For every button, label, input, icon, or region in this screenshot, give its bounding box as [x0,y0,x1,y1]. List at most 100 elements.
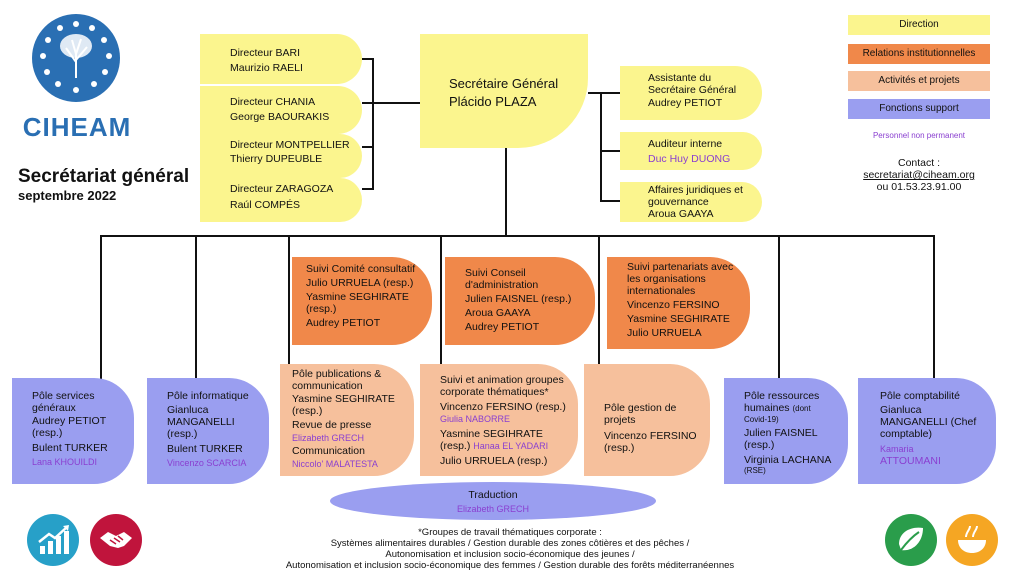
follow-line: Julien FAISNEL (resp.) [465,293,572,305]
director-title: Directeur ZARAGOZA [230,183,334,195]
sg-right-connector-v [600,92,602,202]
director-bari: Directeur BARI Maurizio RAELI [200,34,362,84]
follow-line: Yasmine SEGHIRATE [306,291,409,303]
pole-title-note: Covid-19) [744,415,779,424]
director-montpellier: Directeur MONTPELLIER Thierry DUPEUBLE [200,134,362,178]
contact-email[interactable]: secretariat@ciheam.org [863,169,975,181]
pole-member: Gianluca [167,404,209,416]
follow-line: Vincenzo FERSINO [627,299,720,311]
director-title: Directeur MONTPELLIER [230,139,350,151]
pole-member: Yasmine SEGHIRATE [292,393,395,405]
footnote-line: Autonomisation et inclusion socio-économ… [285,560,735,571]
director-zaragoza: Directeur ZARAGOZA Raúl COMPÉS [200,178,362,222]
director-connector-v [372,58,374,188]
follow-line: Audrey PETIOT [306,317,381,329]
pole-title: généraux [32,402,76,414]
pole-member: Communication [292,445,365,457]
director-name: Maurizio RAELI [230,62,303,74]
pole-member: Bulent TURKER [167,443,243,455]
follow-line: les organisations [627,273,706,285]
food-bowl-icon [946,514,998,566]
pole-temp-member: Kamaria [880,444,914,454]
follow-line: Julio URRUELA [627,327,702,339]
pole-member: Vincenzo FERSINO (resp.) [440,401,566,413]
pole-title-line: humaines (dont [744,402,848,415]
follow-line: Yasmine SEGHIRATE [627,313,730,325]
sg-title: Secrétaire Général [449,76,559,91]
director-connector-h1 [362,58,374,60]
drop-hr [778,235,780,380]
pole-groups: Suivi et animation groupes corporate thé… [420,364,578,476]
auditor-name: Duc Huy DUONG [648,153,731,165]
sg-name: Plácido PLAZA [449,94,537,109]
footnote: *Groupes de travail thématiques corporat… [200,527,820,571]
pole-member: Virginia LACHANA [744,454,832,466]
drop-groups [440,235,442,365]
contact-phone: ou 01.53.23.91.00 [876,181,962,193]
follow-line: Suivi partenariats avec [627,261,734,273]
pole-member: Julio URRUELA (resp.) [440,455,548,467]
follow-line: (resp.) [306,303,337,315]
pole-title: Pôle ressources [744,390,820,402]
pole-title: communication [292,380,363,392]
pole-member: (resp.) [744,439,775,451]
page-date: septembre 2022 [18,188,117,203]
handshake-icon [90,514,142,566]
contact-label: Contact : [897,157,941,169]
pole-member: Yasmine SEGIHRATE [440,428,543,440]
pole-title: Pôle informatique [167,390,249,402]
pole-member: (resp.) [167,428,198,440]
pole-title: Pôle services [32,390,95,402]
pole-temp-member: Niccolo' MALATESTA [292,459,378,469]
pole-member: MANGANELLI [167,416,235,428]
pole-member-line: (resp.) Hanaa EL YADARI [440,440,578,452]
pole-temp-member: Giulia NABORRE [440,414,511,424]
translation-ellipse: Traduction Elizabeth GRECH [330,482,656,520]
pole-title: projets [604,414,636,426]
legal-line: Affaires juridiques et [648,184,743,196]
follow-line: Audrey PETIOT [465,321,540,333]
follow-line: d'administration [465,279,539,291]
follow-line: Aroua GAAYA [465,307,531,319]
follow-line: Julio URRUELA (resp.) [306,277,414,289]
follow-line: Suivi Comité consultatif [306,263,416,275]
leaf-icon [885,514,937,566]
pole-title-note: (dont [792,404,811,413]
pole-title: Pôle publications & [292,368,382,380]
pole-projects: Pôle gestion de projets Vincenzo FERSINO… [584,364,710,476]
drop-accounting [933,235,935,380]
sg-right-connector-h2 [600,200,620,202]
translation-name: Elizabeth GRECH [456,504,530,514]
ciheam-logo: CIHEAM [22,14,132,149]
pole-title: corporate thématiques* [440,386,549,398]
pole-temp-member: Elizabeth GRECH [292,433,365,443]
growth-chart-icon [27,514,79,566]
pole-title: humaines [744,402,790,414]
pole-member-note: (RSE) [744,466,766,475]
follow-board: Suivi Conseil d'administration Julien FA… [445,257,595,345]
legal-line: gouvernance [648,196,709,208]
follow-line: Suivi Conseil [465,267,526,279]
director-title: Directeur CHANIA [230,96,316,108]
pole-member: Gianluca [880,404,922,416]
footnote-line: Systèmes alimentaires durables / Gestion… [330,538,690,549]
assistant-line: Secrétaire Général [648,84,737,96]
director-to-sg [372,102,420,104]
sg-right-connector-h0 [588,92,602,94]
sg-right-connector-h1 [600,150,620,152]
auditor-title: Auditeur interne [648,138,723,150]
pole-member: Julien FAISNEL [744,427,818,439]
pole-services: Pôle services généraux Audrey PETIOT (re… [12,378,134,484]
assistant-box: Assistante du Secrétaire Général Audrey … [620,66,762,120]
pole-member: Revue de presse [292,419,372,431]
footnote-line: *Groupes de travail thématiques corporat… [418,527,602,538]
pole-member: (resp.) [292,405,323,417]
logo-emblem-icon [32,14,120,102]
pole-member: (resp.) [604,442,635,454]
drop-pub [288,235,290,365]
translation-title: Traduction [468,489,518,501]
legal-name: Aroua GAAYA [648,208,714,220]
footnote-line: Autonomisation et inclusion socio-économ… [385,549,635,560]
director-name: George BAOURAKIS [230,111,330,123]
pole-accounting: Pôle comptabilité Gianluca MANGANELLI (C… [858,378,996,484]
